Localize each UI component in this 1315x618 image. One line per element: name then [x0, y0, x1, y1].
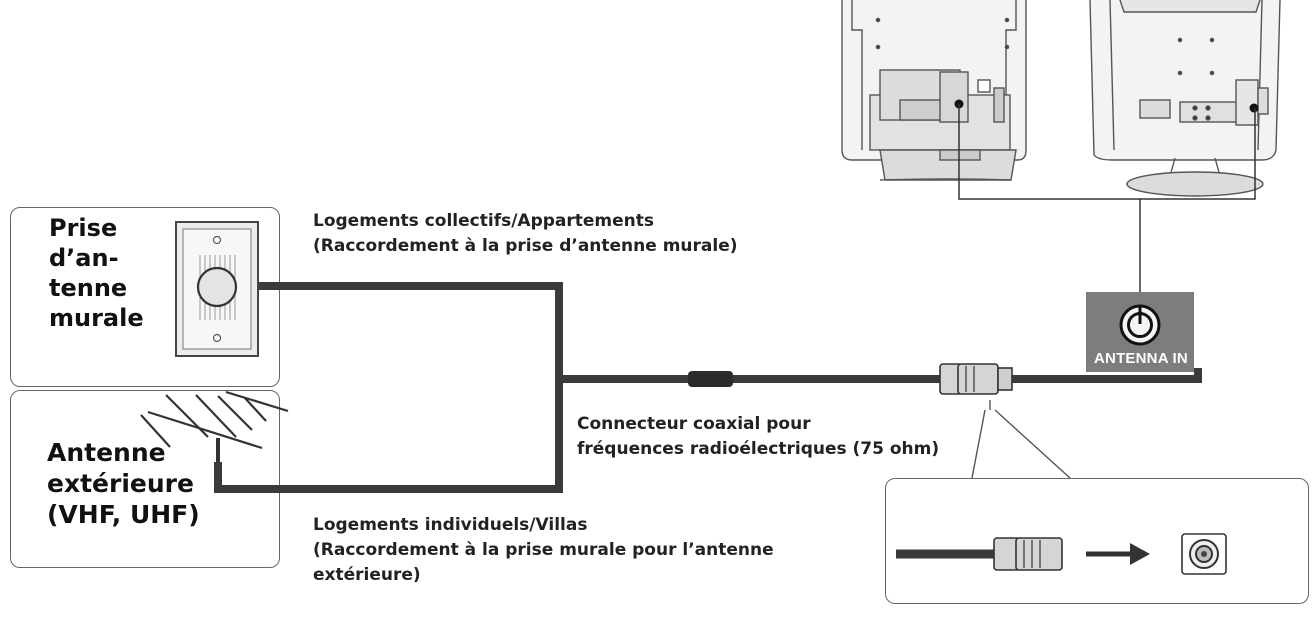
- individual-housing-caption: Logements individuels/Villas (Raccordeme…: [313, 515, 774, 585]
- wall-jack-icon: [175, 221, 259, 357]
- coax-socket-icon: [1181, 533, 1227, 575]
- tv-rear-left-icon: [841, 0, 1027, 181]
- arrow-right-icon: [1086, 543, 1150, 565]
- tv-rear-right-icon: [1089, 0, 1281, 197]
- zoom-callout-lines: [971, 400, 1071, 479]
- collective-housing-caption: Logements collectifs/Appartements (Racco…: [313, 211, 738, 256]
- tv-right-antenna-jack: [1249, 103, 1259, 113]
- rf-connector-plug-icon: [939, 363, 1013, 395]
- tv-connection-lines: [958, 104, 1256, 292]
- antenna-in-label: ANTENNA IN: [1094, 350, 1188, 367]
- outdoor-antenna-label: Antenne extérieure (VHF, UHF): [47, 438, 200, 529]
- outdoor-antenna-icon: [140, 390, 289, 462]
- wall-jack-label: Prise d’an- tenne murale: [49, 214, 144, 332]
- cable-ferrite: [688, 371, 733, 387]
- antenna-in-port-icon: [1086, 292, 1194, 372]
- coax-cable: [214, 282, 1202, 493]
- detail-plug-icon: [993, 537, 1063, 571]
- connector-detail-box: [885, 478, 1309, 604]
- coax-connector-caption: Connecteur coaxial pour fréquences radio…: [577, 414, 940, 459]
